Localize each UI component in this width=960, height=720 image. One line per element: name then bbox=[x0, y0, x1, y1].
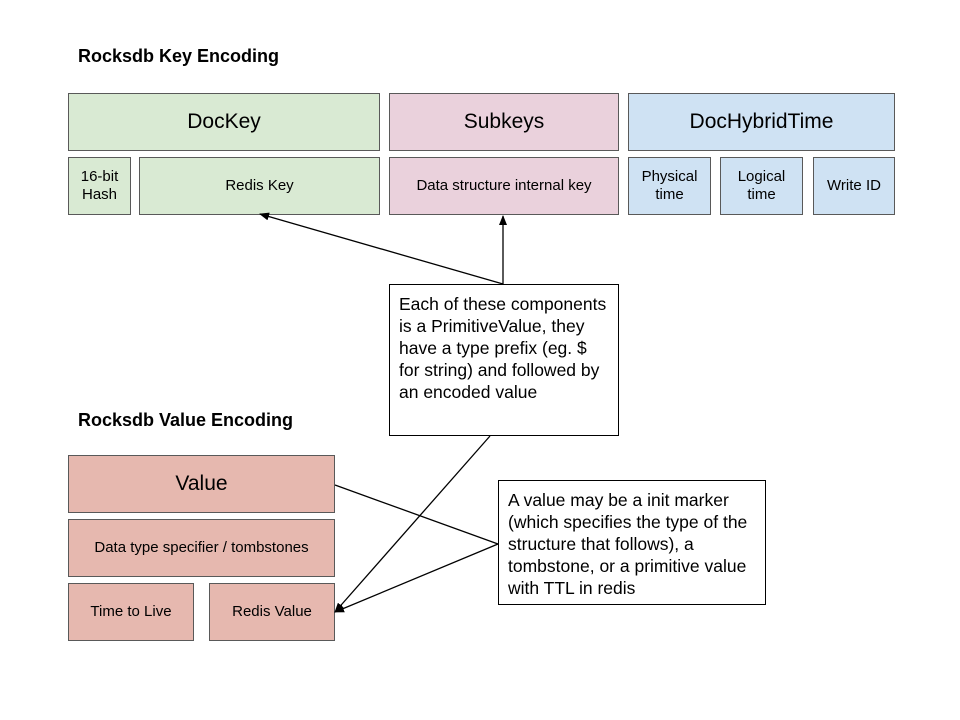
type-specifier-label: Data type specifier / tombstones bbox=[94, 539, 309, 556]
arrow-to-redis-key bbox=[259, 212, 504, 285]
subkeys-box: Subkeys bbox=[389, 93, 619, 151]
arrow-note-to-redis-value bbox=[334, 435, 491, 613]
internal-key-label: Data structure internal key bbox=[416, 177, 592, 194]
ttl-box: Time to Live bbox=[68, 583, 194, 641]
logical-time-line2: time bbox=[747, 186, 776, 203]
line-value-to-note bbox=[334, 484, 499, 545]
hash-box: 16-bit Hash bbox=[68, 157, 131, 215]
subkeys-label: Subkeys bbox=[463, 110, 545, 134]
value-label: Value bbox=[175, 472, 228, 496]
logical-time-line1: Logical bbox=[737, 168, 786, 185]
dochybridtime-label: DocHybridTime bbox=[689, 110, 834, 134]
key-encoding-heading: Rocksdb Key Encoding bbox=[78, 46, 280, 66]
internal-key-box: Data structure internal key bbox=[389, 157, 619, 215]
physical-time-line2: time bbox=[655, 186, 684, 203]
value-note: A value may be a init marker (which spec… bbox=[498, 480, 766, 605]
redis-value-box: Redis Value bbox=[209, 583, 335, 641]
hash-label-line2: Hash bbox=[81, 186, 118, 203]
logical-time-box: Logical time bbox=[720, 157, 803, 215]
physical-time-line1: Physical bbox=[641, 168, 698, 185]
dockey-box: DocKey bbox=[68, 93, 380, 151]
redis-key-box: Redis Key bbox=[139, 157, 380, 215]
primitive-value-note: Each of these components is a PrimitiveV… bbox=[389, 284, 619, 436]
value-box: Value bbox=[68, 455, 335, 513]
arrow-value-note-to-redis-value bbox=[334, 543, 499, 613]
type-specifier-box: Data type specifier / tombstones bbox=[68, 519, 335, 577]
redis-key-label: Redis Key bbox=[225, 177, 294, 194]
physical-time-box: Physical time bbox=[628, 157, 711, 215]
hash-label-line1: 16-bit bbox=[80, 168, 119, 185]
dochybridtime-box: DocHybridTime bbox=[628, 93, 895, 151]
ttl-label: Time to Live bbox=[90, 603, 172, 620]
value-encoding-heading: Rocksdb Value Encoding bbox=[78, 410, 294, 430]
write-id-box: Write ID bbox=[813, 157, 895, 215]
redis-value-label: Redis Value bbox=[232, 603, 312, 620]
write-id-label: Write ID bbox=[827, 177, 881, 194]
dockey-label: DocKey bbox=[187, 110, 261, 134]
